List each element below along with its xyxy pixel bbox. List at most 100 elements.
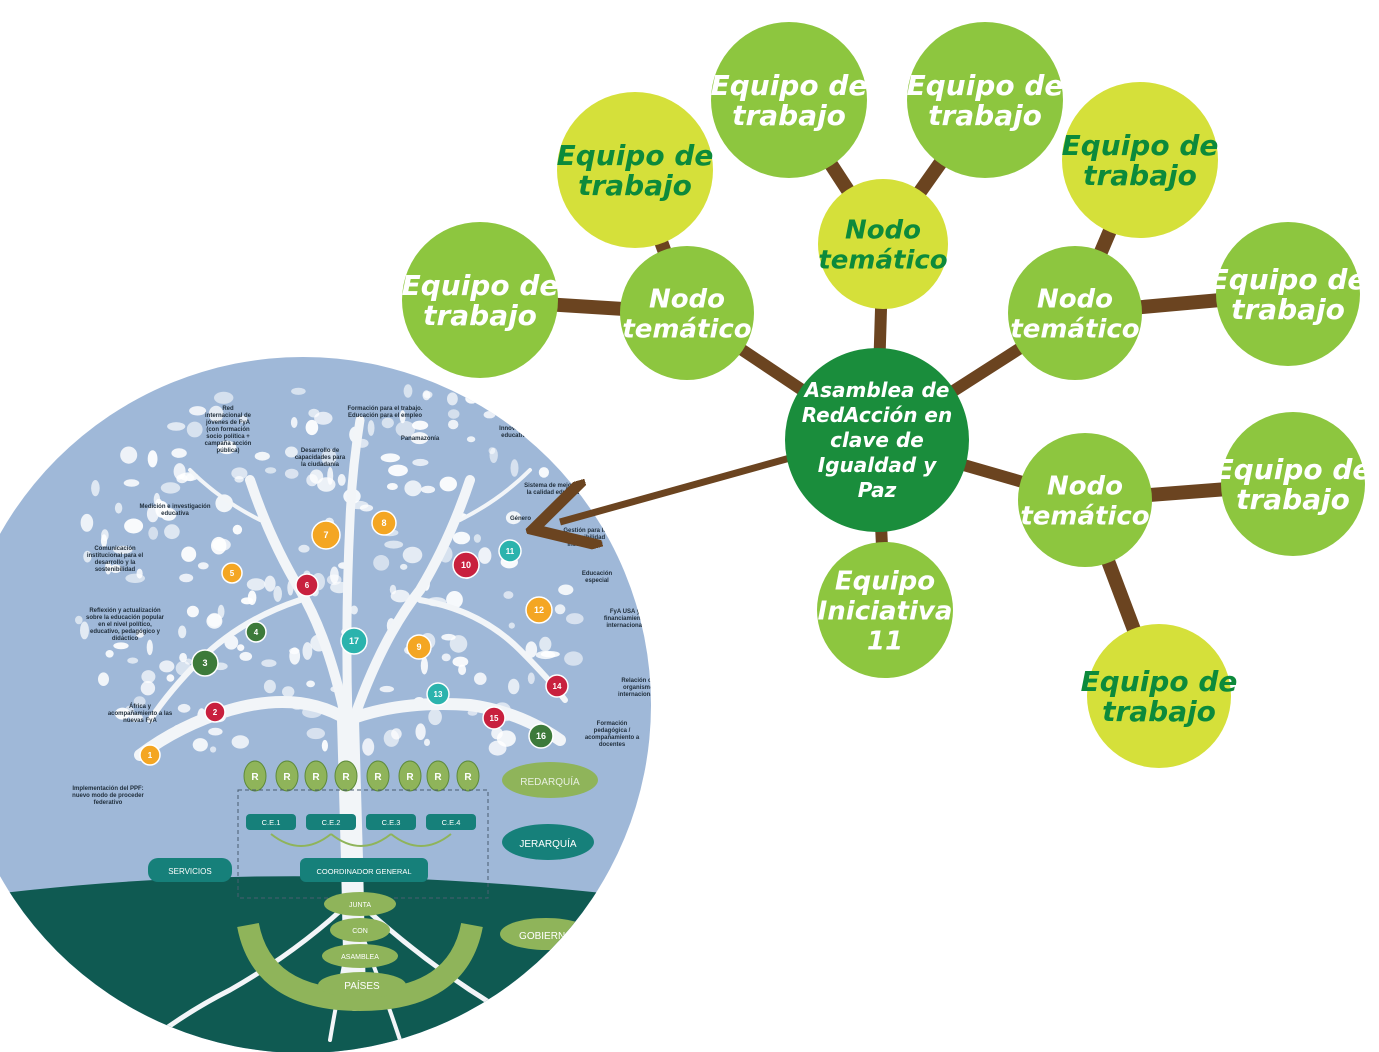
number-badge	[406, 634, 432, 660]
nodo-tematico-node-circle	[1008, 246, 1142, 380]
number-badge-label: 15	[490, 714, 499, 723]
foliage-blob	[465, 394, 478, 404]
svg-text:R: R	[342, 772, 350, 783]
tree-annotation: Panamazonía	[401, 436, 440, 442]
foliage-blob	[558, 584, 574, 596]
foliage-blob	[264, 467, 277, 474]
foliage-blob	[210, 746, 217, 753]
foliage-blob	[386, 483, 398, 490]
number-badge-label: 6	[305, 581, 310, 590]
foliage-blob	[159, 660, 175, 673]
paises-label: PAÍSES	[344, 979, 380, 992]
foliage-blob	[186, 473, 195, 482]
foliage-blob	[192, 738, 208, 752]
foliage-blob	[306, 680, 315, 688]
svg-text:R: R	[406, 772, 414, 783]
foliage-blob	[164, 524, 180, 540]
foliage-blob	[135, 629, 145, 638]
foliage-blob	[403, 384, 413, 398]
foliage-blob	[75, 615, 83, 625]
foliage-blob	[424, 738, 430, 747]
gobierno-box: GOBIERNO	[500, 918, 592, 950]
tree-annotation: Implementación del PPF:nuevo modo de pro…	[72, 786, 144, 806]
foliage-blob	[290, 417, 298, 428]
r-leaf: R	[366, 760, 390, 792]
ce-box: C.E.4	[426, 814, 476, 830]
foliage-blob	[473, 534, 481, 543]
foliage-blob	[505, 511, 522, 525]
foliage-blob	[105, 650, 114, 658]
r-leaf: R	[426, 760, 450, 792]
foliage-blob	[141, 670, 156, 684]
foliage-blob	[350, 605, 358, 615]
foliage-blob	[133, 696, 146, 707]
number-badge	[295, 573, 319, 597]
foliage-blob	[91, 480, 100, 497]
foliage-blob	[420, 485, 436, 494]
foliage-blob	[508, 622, 515, 629]
foliage-blob	[237, 644, 245, 651]
foliage-blob	[114, 502, 123, 514]
number-badge-label: 17	[349, 636, 359, 646]
foliage-blob	[264, 575, 276, 592]
foliage-blob	[179, 573, 194, 583]
asamblea-center-node-circle	[785, 348, 969, 532]
foliage-blob	[503, 591, 514, 599]
number-badge-label: 14	[553, 682, 562, 691]
foliage-blob	[178, 625, 187, 639]
foliage-blob	[120, 446, 138, 464]
foliage-blob	[474, 672, 487, 685]
foliage-blob	[215, 494, 233, 513]
nodo-tematico-node-circle	[620, 246, 754, 380]
foliage-blob	[383, 729, 400, 747]
foliage-blob	[166, 674, 175, 682]
equipo-de-trabajo-node-circle	[907, 22, 1063, 178]
foliage-blob	[412, 420, 429, 430]
foliage-blob	[167, 422, 186, 431]
foliage-blob	[254, 451, 270, 461]
number-badge-label: 2	[213, 708, 218, 717]
foliage-blob	[337, 474, 346, 486]
ce-connector-arc	[270, 833, 332, 847]
foliage-blob	[564, 651, 583, 666]
foliage-blob	[113, 642, 129, 650]
equipo-de-trabajo-node-circle	[1221, 412, 1365, 556]
foliage-blob	[510, 459, 519, 477]
foliage-blob	[208, 727, 223, 736]
foliage-blob	[538, 467, 550, 478]
ce-connector-arc	[390, 833, 452, 847]
foliage-blob	[373, 555, 390, 571]
svg-text:R: R	[283, 772, 291, 783]
equipo-de-trabajo-node-circle	[1062, 82, 1218, 238]
foliage-blob	[147, 450, 158, 468]
foliage-blob	[197, 562, 209, 570]
foliage-blob	[458, 664, 467, 676]
foliage-blob	[308, 408, 320, 418]
ce-box: C.E.3	[366, 814, 416, 830]
number-badge	[452, 551, 480, 579]
foliage-blob	[123, 479, 140, 487]
foliage-blob	[399, 410, 406, 424]
redarquia-box: REDARQUÍA	[502, 762, 598, 798]
foliage-blob	[186, 605, 199, 618]
foliage-blob	[527, 672, 535, 685]
foliage-blob	[422, 390, 431, 401]
foliage-blob	[441, 653, 451, 662]
foliage-blob	[410, 432, 429, 445]
